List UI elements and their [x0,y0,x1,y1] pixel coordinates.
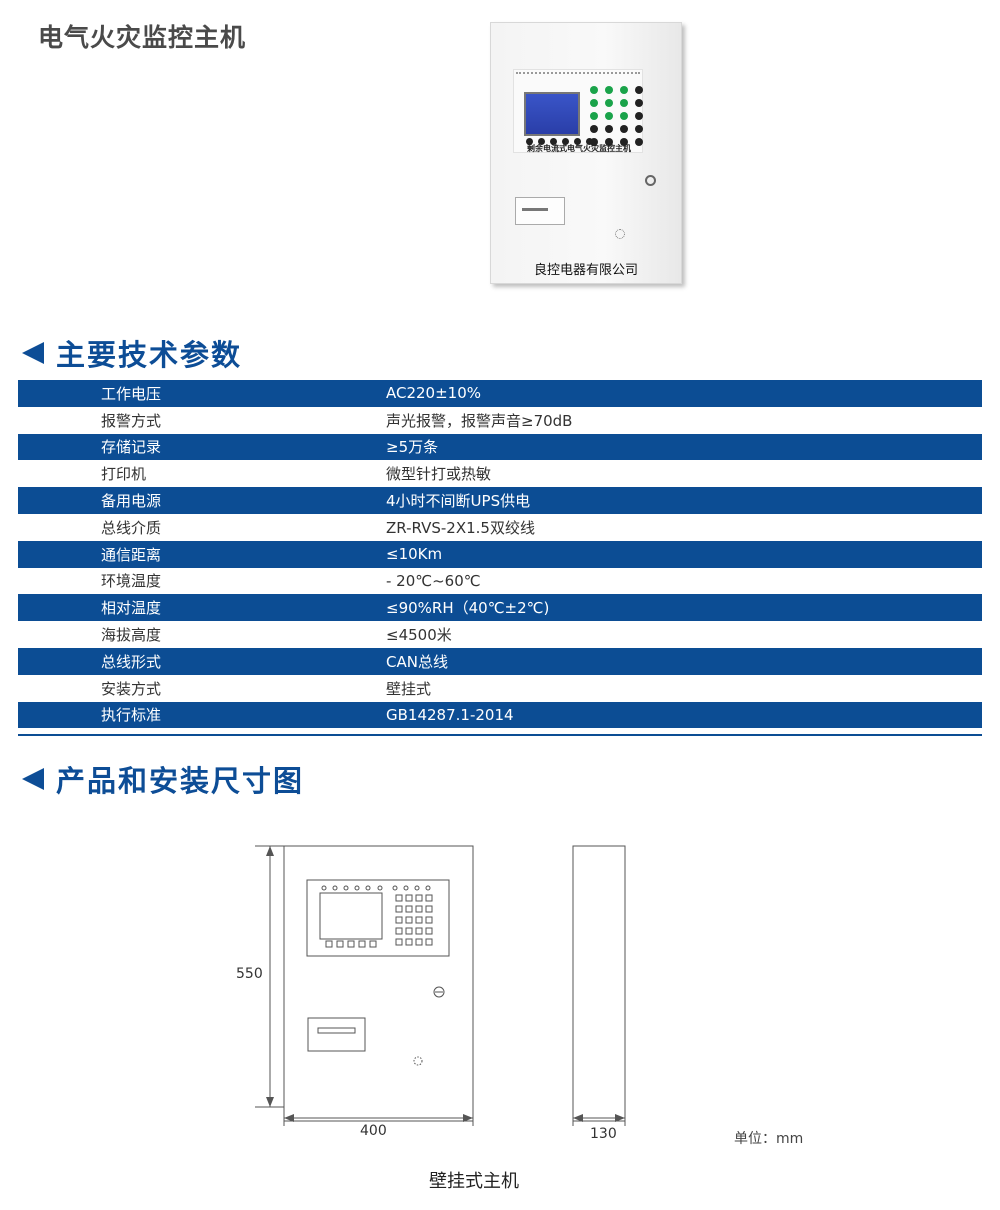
spec-row: 总线形式 CAN总线 [18,647,982,675]
spec-value: AC220±10% [386,384,482,403]
spec-value: ≤4500米 [386,626,452,645]
lcd-screen [524,92,580,136]
manufacturer-label: 良控电器有限公司 [533,263,638,278]
spec-row: 打印机 微型针打或热敏 [18,460,982,487]
spec-key: 存储记录 [101,438,162,457]
spec-value: ZR-RVS-2X1.5双绞线 [386,518,535,537]
spec-row: 总线介质 ZR-RVS-2X1.5双绞线 [18,514,982,541]
spec-row: 相对温度 ≤90%RH（40℃±2℃) [18,594,982,622]
spec-value: ≥5万条 [386,438,439,457]
speaker-icon [413,1056,423,1066]
panel-led-row [321,885,431,891]
spec-key: 海拔高度 [101,626,162,645]
panel-key-grid [395,894,433,946]
spec-row: 执行标准 GB14287.1-2014 [18,701,982,729]
drawing-heading-text: 产品和安装尺寸图 [56,764,305,798]
side-view-outline [572,845,626,1122]
spec-value: 4小时不间断UPS供电 [386,492,531,511]
spec-row: 备用电源 4小时不间断UPS供电 [18,487,982,514]
front-view-outline [283,845,474,1122]
spec-key: 备用电源 [101,492,162,511]
lock-icon [433,986,445,998]
speaker-icon [615,229,625,239]
height-dimension-label: 550 [236,966,263,982]
spec-row: 存储记录 ≥5万条 [18,433,982,461]
panel-function-keys [325,940,377,948]
printer-icon [515,197,565,225]
spec-row: 工作电压 AC220±10% [18,380,982,407]
triangle-left-icon [22,342,44,364]
spec-key: 执行标准 [101,706,162,725]
unit-note: 单位：mm [734,1131,804,1147]
spec-value: ≤10Km [386,545,443,564]
spec-table: 工作电压 AC220±10% 报警方式 声光报警，报警声音≥70dB 存储记录 ≥5万… [18,380,982,729]
front-panel [513,69,643,153]
spec-value: ≤90%RH（40℃±2℃) [386,599,550,618]
triangle-left-icon [22,768,44,790]
params-heading-text: 主要技术参数 [56,338,243,372]
params-heading: 主要技术参数 [22,332,242,374]
spec-key: 打印机 [101,465,147,484]
spec-key: 总线介质 [101,518,162,537]
spec-key: 相对温度 [101,599,162,618]
indicator-labels [516,72,640,78]
spec-key: 报警方式 [101,411,162,430]
lock-icon [645,175,656,186]
spec-row: 报警方式 声光报警，报警声音≥70dB [18,407,982,434]
table-bottom-rule [18,734,982,736]
spec-key: 通信距离 [101,545,162,564]
panel-label: 剩余电流式电气火灾监控主机 [527,144,631,153]
product-photo: 剩余电流式电气火灾监控主机 良控电器有限公司 [490,22,682,284]
spec-key: 环境温度 [101,572,162,591]
spec-value: 微型针打或热敏 [386,465,492,484]
spec-key: 工作电压 [101,384,162,403]
spec-value: GB14287.1-2014 [386,705,514,724]
function-buttons [526,138,593,145]
control-panel-outline [306,879,450,957]
spec-value: CAN总线 [386,652,448,671]
spec-row: 海拔高度 ≤4500米 [18,621,982,648]
page-title: 电气火灾监控主机 [38,23,247,52]
spec-row: 环境温度 - 20℃~60℃ [18,568,982,595]
spec-row: 通信距离 ≤10Km [18,540,982,568]
spec-value: 声光报警，报警声音≥70dB [386,411,573,430]
width-dimension-label: 400 [360,1123,387,1139]
spec-row: 安装方式 壁挂式 [18,675,982,702]
printer-outline [307,1017,366,1052]
spec-key: 安装方式 [101,679,162,698]
drawing-heading: 产品和安装尺寸图 [22,758,304,800]
depth-dimension-label: 130 [590,1126,617,1142]
indicator-lights [590,86,643,146]
drawing-caption: 壁挂式主机 [429,1171,519,1192]
spec-key: 总线形式 [101,652,162,671]
spec-value: - 20℃~60℃ [386,571,481,590]
spec-value: 壁挂式 [386,679,432,698]
dimension-drawing [255,845,626,1126]
display-outline [319,892,383,940]
